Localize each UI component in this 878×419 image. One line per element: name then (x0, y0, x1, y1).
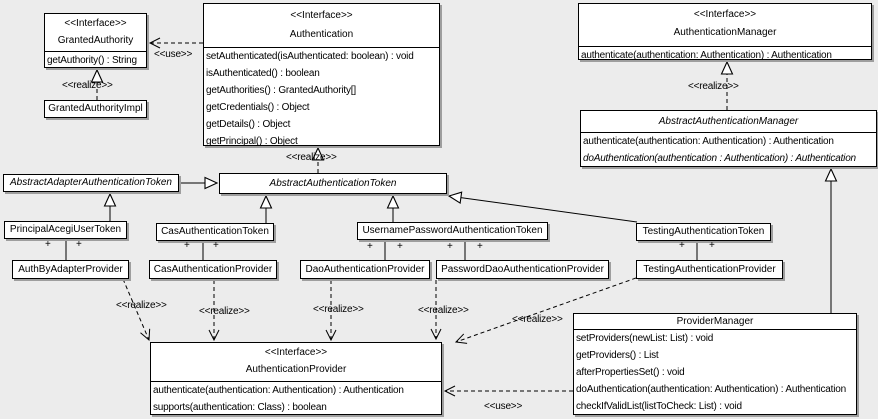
class-name: UsernamePasswordAuthenticationToken (362, 225, 543, 236)
class-header: AbstractAuthenticationManager (581, 111, 876, 133)
class-abstract-authentication-token[interactable]: AbstractAuthenticationToken (219, 173, 447, 194)
stereotype: <<Interface>> (264, 347, 328, 358)
class-header: <<Interface>> AuthenticationProvider (151, 343, 441, 382)
class-dao-authentication-provider[interactable]: DaoAuthenticationProvider (300, 260, 430, 279)
method: doAuthentication(authentication : Authen… (583, 153, 856, 164)
multiplicity-label: + (447, 241, 453, 252)
stereotype: <<Interface>> (290, 10, 353, 21)
method: authenticate(authentication: Authenticat… (581, 50, 832, 61)
class-header: ProviderManager (574, 314, 856, 330)
multiplicity-label: + (709, 240, 715, 251)
class-name: AbstractAuthenticationToken (269, 178, 397, 189)
class-password-dao-authentication-provider[interactable]: PasswordDaoAuthenticationProvider (436, 260, 609, 279)
class-abstract-authentication-manager[interactable]: AbstractAuthenticationManager authentica… (580, 110, 877, 167)
method: checkIfValidList(listToCheck: List) : vo… (576, 401, 742, 412)
method-list: setProviders(newList: List) : void getPr… (574, 330, 856, 415)
class-name: ProviderManager (676, 316, 754, 327)
stereotype: <<Interface>> (64, 18, 127, 29)
realize-label: <<realize>> (688, 81, 739, 92)
method: getAuthority() : String (47, 55, 137, 66)
use-label: <<use>> (484, 401, 523, 412)
realize-label: <<realize>> (199, 306, 250, 317)
realize-label: <<realize>> (418, 305, 469, 316)
use-label: <<use>> (154, 49, 193, 60)
method: isAuthenticated() : boolean (206, 68, 320, 79)
class-header: <<Interface>> GrantedAuthority (45, 14, 146, 52)
realize-label: <<realize>> (313, 304, 364, 315)
multiplicity-label: + (184, 240, 190, 251)
multiplicity-label: + (367, 241, 373, 252)
method: doAuthentication(authentication: Authent… (576, 384, 846, 395)
method-list: getAuthority() : String (45, 52, 146, 69)
method-list: setAuthenticated(isAuthenticated: boolea… (204, 48, 439, 150)
method-list: authenticate(authentication: Authenticat… (581, 133, 876, 167)
method: getPrincipal() : Object (206, 136, 298, 147)
class-name: PasswordDaoAuthenticationProvider (441, 264, 604, 275)
class-abstract-adapter-authentication-token[interactable]: AbstractAdapterAuthenticationToken (3, 174, 179, 192)
class-name: GrantedAuthorityImpl (48, 103, 143, 114)
stereotype: <<Interface>> (693, 9, 757, 20)
class-username-password-authentication-token[interactable]: UsernamePasswordAuthenticationToken (357, 222, 548, 240)
method: getCredentials() : Object (206, 102, 310, 113)
class-header: <<Interface>> AuthenticationManager (579, 4, 871, 47)
class-name: CasAuthenticationToken (161, 226, 269, 237)
class-name: AuthenticationManager (673, 27, 777, 38)
class-name: CasAuthenticationProvider (153, 264, 273, 275)
class-principal-acegi-user-token[interactable]: PrincipalAcegiUserToken (4, 221, 127, 239)
method: getDetails() : Object (206, 119, 291, 130)
class-name: DaoAuthenticationProvider (305, 264, 425, 275)
method-list: authenticate(authentication: Authenticat… (151, 382, 441, 416)
method: setProviders(newList: List) : void (576, 333, 714, 344)
class-name: Authentication (289, 29, 354, 40)
class-name: GrantedAuthority (57, 35, 134, 46)
class-header: <<Interface>> Authentication (204, 4, 439, 48)
class-name: TestingAuthenticationToken (642, 226, 765, 237)
realize-label: <<realize>> (286, 152, 337, 163)
method: authenticate(authentication: Authenticat… (583, 136, 834, 147)
class-authentication[interactable]: <<Interface>> Authentication setAuthenti… (203, 3, 440, 147)
class-cas-authentication-token[interactable]: CasAuthenticationToken (156, 223, 274, 241)
multiplicity-label: + (45, 239, 51, 250)
method-list: authenticate(authentication: Authenticat… (579, 47, 871, 64)
multiplicity-label: + (397, 241, 403, 252)
class-name: TestingAuthenticationProvider (643, 264, 776, 275)
method: setAuthenticated(isAuthenticated: boolea… (206, 51, 414, 62)
method: afterPropertiesSet() : void (576, 367, 685, 378)
class-provider-manager[interactable]: ProviderManager setProviders(newList: Li… (573, 313, 857, 415)
class-testing-authentication-provider[interactable]: TestingAuthenticationProvider (636, 260, 783, 279)
realize-label: <<realize>> (62, 80, 113, 91)
class-name: PrincipalAcegiUserToken (9, 224, 122, 235)
class-auth-by-adapter-provider[interactable]: AuthByAdapterProvider (12, 260, 129, 279)
method: authenticate(authentication: Authenticat… (153, 385, 404, 396)
class-testing-authentication-token[interactable]: TestingAuthenticationToken (636, 223, 771, 241)
class-name: AbstractAdapterAuthenticationToken (10, 177, 172, 188)
multiplicity-label: + (76, 239, 82, 250)
class-name: AbstractAuthenticationManager (658, 116, 799, 127)
method: getAuthorities() : GrantedAuthority[] (206, 85, 356, 96)
class-cas-authentication-provider[interactable]: CasAuthenticationProvider (149, 260, 277, 279)
class-granted-authority[interactable]: <<Interface>> GrantedAuthority getAuthor… (44, 13, 147, 68)
class-granted-authority-impl[interactable]: GrantedAuthorityImpl (44, 100, 147, 118)
class-name: AuthByAdapterProvider (18, 264, 123, 275)
multiplicity-label: + (477, 241, 483, 252)
realize-label: <<realize>> (512, 314, 563, 325)
method: supports(authentication: Class) : boolea… (153, 402, 327, 413)
class-authentication-manager[interactable]: <<Interface>> AuthenticationManager auth… (578, 3, 872, 61)
class-name: AuthenticationProvider (245, 364, 347, 375)
multiplicity-label: + (213, 240, 219, 251)
class-authentication-provider[interactable]: <<Interface>> AuthenticationProvider aut… (150, 342, 442, 415)
realize-label: <<realize>> (116, 300, 167, 311)
multiplicity-label: + (679, 240, 685, 251)
method: getProviders() : List (576, 350, 659, 361)
